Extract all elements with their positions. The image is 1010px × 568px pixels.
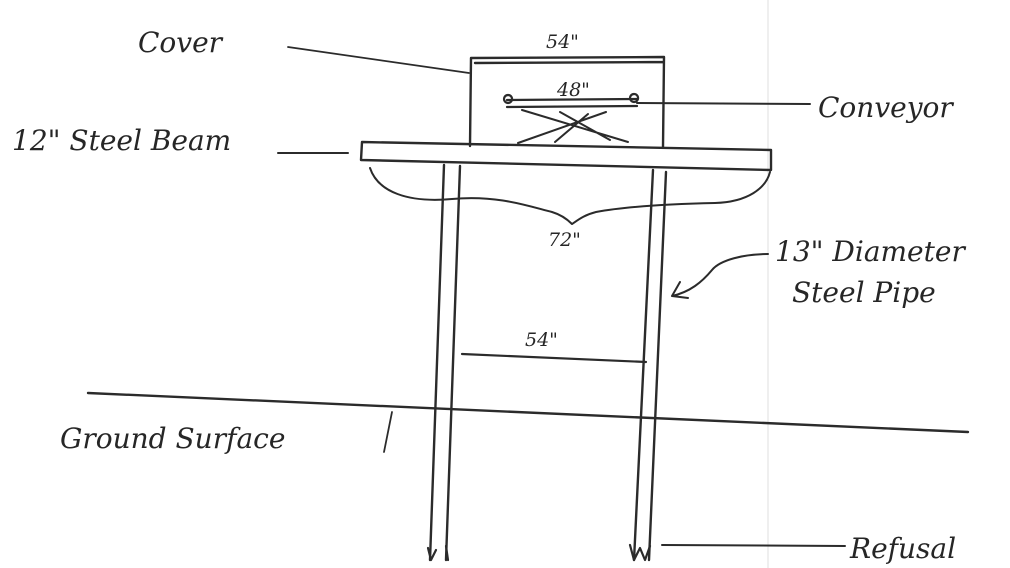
label-conveyor: Conveyor	[818, 91, 954, 124]
label-steel-pipe: Steel Pipe	[792, 276, 936, 309]
label-cover: Cover	[138, 26, 224, 59]
dim-conveyor-width: 48"	[556, 79, 590, 101]
pipe-spacing-line	[460, 352, 648, 364]
ground-line	[86, 391, 970, 434]
pipe-leader-arrow	[671, 253, 769, 299]
label-pipe-diameter: 13" Diameter	[775, 235, 966, 268]
label-ground-surface: Ground Surface	[60, 422, 285, 455]
conveyor	[502, 92, 640, 144]
label-steel-beam: 12" Steel Beam	[12, 124, 231, 157]
left-pipe	[428, 163, 462, 562]
steel-beam	[359, 140, 773, 172]
dim-pipe-spacing: 54"	[525, 329, 558, 351]
left-pipe-tip	[426, 544, 450, 562]
beam-brace	[369, 167, 771, 225]
refusal-leader	[661, 544, 846, 547]
cover-box	[468, 55, 666, 149]
ground-leader	[383, 411, 393, 453]
right-pipe-tip	[628, 543, 652, 562]
right-pipe	[632, 168, 668, 562]
cover-leader	[287, 46, 470, 74]
label-refusal: Refusal	[849, 532, 956, 565]
dim-cover-width: 54"	[546, 31, 579, 53]
dim-beam-length: 72"	[548, 229, 581, 251]
conveyor-leader	[636, 102, 811, 105]
